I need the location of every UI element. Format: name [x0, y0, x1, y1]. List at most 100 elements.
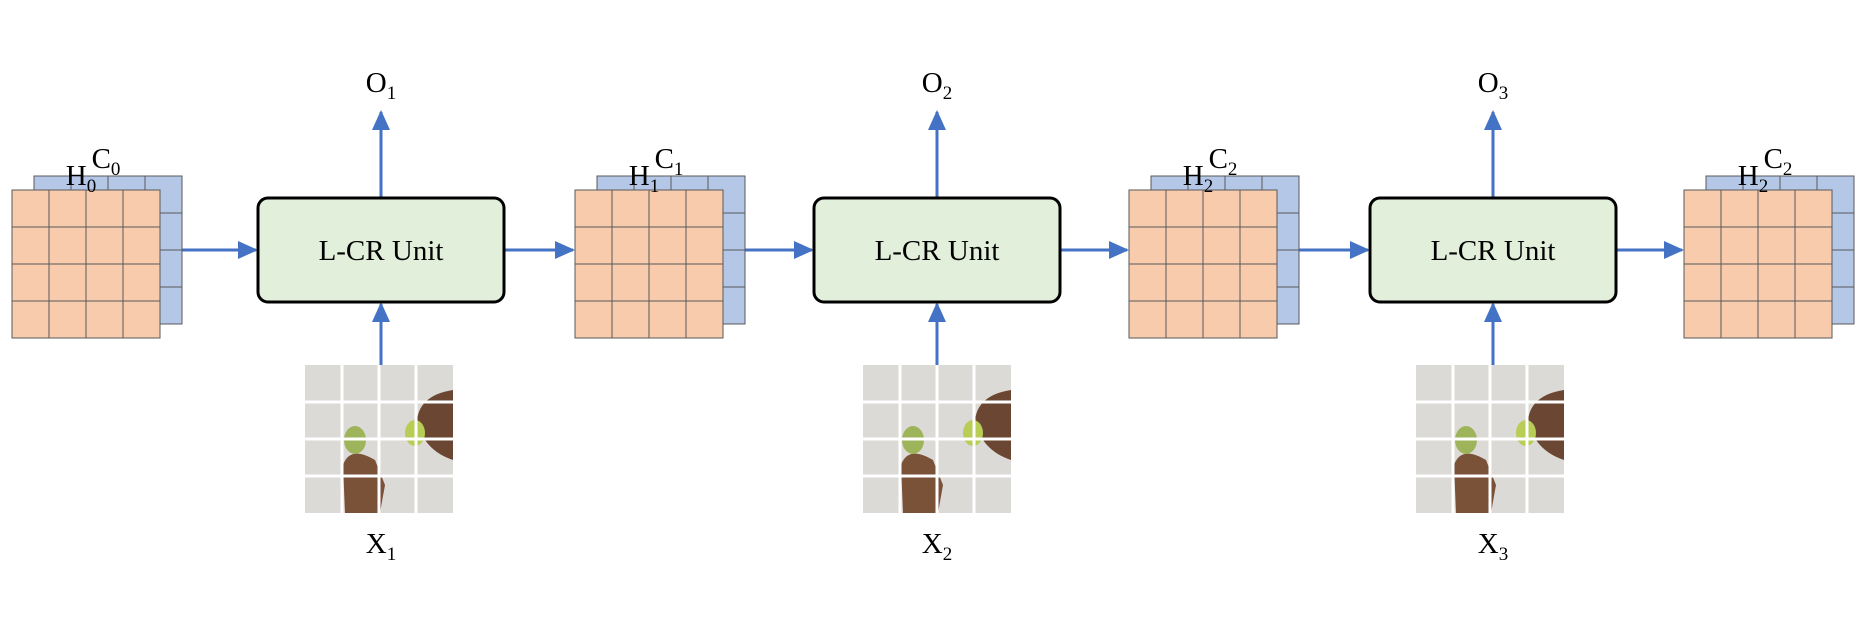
state-grid-0 [11, 175, 183, 339]
hidden-state-h-grid [11, 189, 50, 228]
state-label-c-2: C2 [1209, 143, 1238, 180]
hidden-state-h-grid [1202, 189, 1241, 228]
hidden-state-h-grid [611, 263, 650, 302]
hidden-state-h-grid [1202, 300, 1241, 339]
hidden-state-h-grid [1165, 226, 1204, 265]
state-label-c-0: C0 [92, 143, 121, 180]
hidden-state-h-grid [1683, 189, 1722, 228]
lcr-unit-box [256, 196, 506, 304]
hidden-state-h-grid [685, 226, 724, 265]
input-label-3-subscript: 3 [1499, 544, 1509, 565]
hidden-state-h-grid [1683, 300, 1722, 339]
state-label-h-1-main: H [629, 160, 650, 192]
hidden-state-h-grid [1128, 263, 1167, 302]
input-image-layer [305, 365, 1564, 513]
hidden-state-h-grid [1794, 300, 1833, 339]
hidden-state-h-grid [11, 226, 50, 265]
hidden-state-h-grid [685, 189, 724, 228]
hidden-state-h-grid [1757, 226, 1796, 265]
state-label-c-0-main: C [92, 143, 111, 175]
output-label-2-main: O [922, 67, 943, 99]
state-grid-1 [574, 175, 746, 339]
hidden-state-h-grid [1720, 263, 1759, 302]
hidden-state-h-grid [611, 300, 650, 339]
output-label-3-subscript: 3 [1499, 83, 1509, 104]
hidden-state-h-grid [1128, 300, 1167, 339]
hidden-state-h-grid [48, 300, 87, 339]
hidden-state-h-grid [1165, 189, 1204, 228]
lcr-unit-2: L-CR Unit [812, 196, 1062, 304]
hidden-state-h-grid [1794, 226, 1833, 265]
hidden-state-h-grid [48, 226, 87, 265]
hand-right-shape [417, 390, 453, 460]
hidden-state-h-grid [1202, 226, 1241, 265]
hidden-state-h-grid [648, 226, 687, 265]
output-label-2-subscript: 2 [943, 83, 953, 104]
hidden-state-h-grid [611, 226, 650, 265]
hidden-state-h-grid [1794, 189, 1833, 228]
input-label-3: X3 [1478, 528, 1508, 565]
lcr-unit-box [812, 196, 1062, 304]
hidden-state-h-grid [648, 263, 687, 302]
hidden-state-h-grid [85, 300, 124, 339]
state-label-h-3-main: H [1738, 160, 1759, 192]
lcr-unit-3: L-CR Unit [1368, 196, 1618, 304]
hidden-state-h-grid [1683, 226, 1722, 265]
hidden-state-h-grid [1757, 189, 1796, 228]
input-label-1-main: X [366, 528, 387, 560]
hidden-state-h-grid [1165, 300, 1204, 339]
hidden-state-h-grid [1239, 263, 1278, 302]
lcr-unit-box [1368, 196, 1618, 304]
state-label-h-0-subscript: 0 [87, 176, 97, 197]
lcr-unit-label: L-CR Unit [875, 235, 1000, 267]
hidden-state-h-grid [48, 189, 87, 228]
state-label-c-3-subscript: 2 [1783, 159, 1793, 180]
hidden-state-h-grid [1757, 300, 1796, 339]
state-label-c-2-main: C [1209, 143, 1228, 175]
hidden-state-h-grid [1720, 189, 1759, 228]
hidden-state-h-grid [574, 263, 613, 302]
lcr-unit-label: L-CR Unit [319, 235, 444, 267]
input-label-1-subscript: 1 [387, 544, 397, 565]
output-label-1-subscript: 1 [387, 83, 397, 104]
state-label-c-0-subscript: 0 [111, 159, 121, 180]
lcr-unit-1: L-CR Unit [256, 196, 506, 304]
input-label-1: X1 [366, 528, 396, 565]
input-label-2-main: X [922, 528, 943, 560]
input-label-3-main: X [1478, 528, 1499, 560]
output-label-1: O1 [366, 67, 396, 104]
hidden-state-h-grid [574, 226, 613, 265]
state-label-h-1: H1 [629, 160, 659, 197]
hidden-state-h-grid [1683, 263, 1722, 302]
hidden-state-h-grid [122, 300, 161, 339]
hidden-state-h-grid [648, 189, 687, 228]
hidden-state-h-grid [122, 189, 161, 228]
hidden-state-h-grid [11, 300, 50, 339]
hidden-state-h-grid [1794, 263, 1833, 302]
hidden-state-h-grid [1239, 226, 1278, 265]
state-label-h-2-main: H [1183, 160, 1204, 192]
hidden-state-h-grid [85, 263, 124, 302]
hand-left-shape [901, 453, 943, 513]
hidden-state-h-grid [1128, 189, 1167, 228]
hand-left-shape [343, 453, 385, 513]
hidden-state-h-grid [574, 189, 613, 228]
input-label-2-subscript: 2 [943, 544, 953, 565]
hidden-state-h-grid [648, 300, 687, 339]
state-label-c-1: C1 [655, 143, 684, 180]
state-label-c-1-main: C [655, 143, 674, 175]
output-label-2: O2 [922, 67, 952, 104]
hidden-state-h-grid [122, 226, 161, 265]
hidden-state-h-grid [1202, 263, 1241, 302]
output-label-1-main: O [366, 67, 387, 99]
hidden-state-h-grid [48, 263, 87, 302]
hidden-state-h-grid [685, 300, 724, 339]
output-label-3-main: O [1478, 67, 1499, 99]
state-label-h-0-main: H [66, 160, 87, 192]
hidden-state-h-grid [1720, 300, 1759, 339]
hidden-state-h-grid [85, 226, 124, 265]
hidden-state-h-grid [122, 263, 161, 302]
hidden-state-h-grid [1720, 226, 1759, 265]
